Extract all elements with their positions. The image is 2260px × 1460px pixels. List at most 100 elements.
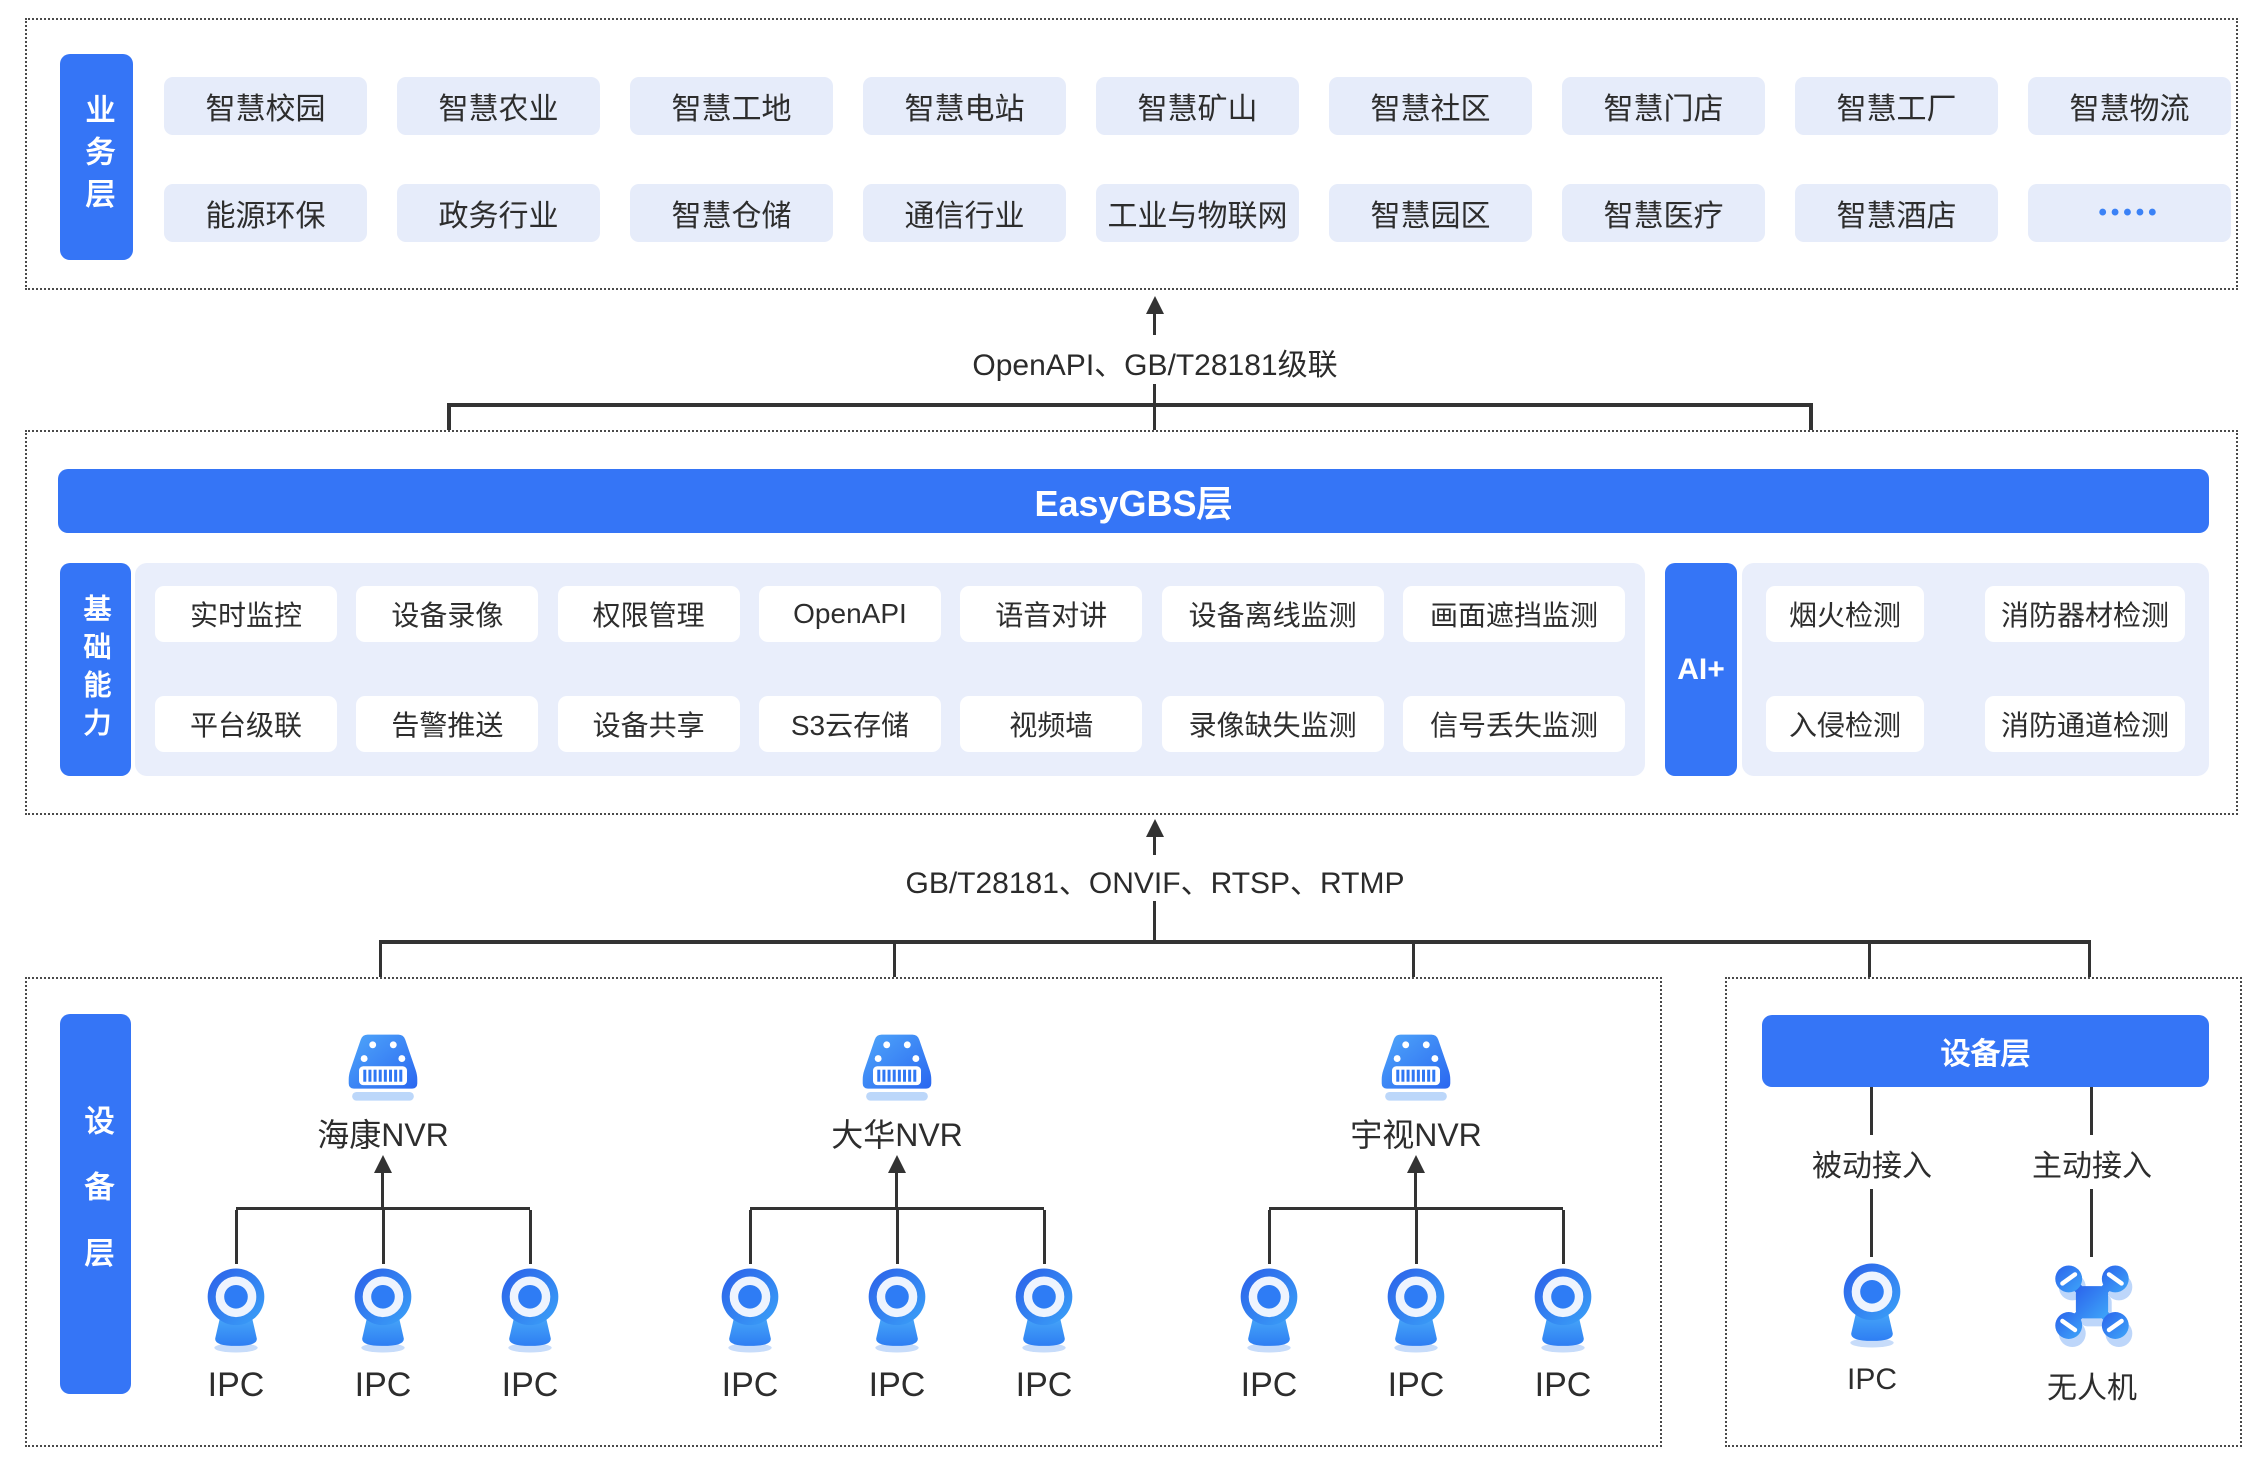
capability-chip: 录像缺失监测 <box>1161 696 1384 752</box>
nvr-icon <box>1381 1034 1451 1101</box>
ai-chip: 消防器材检测 <box>1985 586 2185 642</box>
device-layer-header: 设备层 <box>1762 1015 2209 1087</box>
device-layer-left-box: 设备层 海康NVR <box>25 977 1662 1447</box>
arrow-up-to-nvr <box>374 1155 392 1173</box>
nvr-label: 大华NVR <box>831 1117 963 1153</box>
capability-chip: 告警推送 <box>356 696 539 752</box>
ai-chip: 消防通道检测 <box>1985 696 2185 752</box>
business-layer-box: 业务层 智慧校园 智慧农业 智慧工地 智慧电站 智慧矿山 智慧社区 智慧门店 智… <box>25 18 2238 290</box>
ipc-camera-icon <box>868 1268 926 1353</box>
ipc-camera-icon <box>501 1268 559 1353</box>
ipc-drop <box>382 1210 385 1264</box>
business-chip: 智慧工厂 <box>1795 77 1998 135</box>
business-layer-label: 业务层 <box>60 54 133 260</box>
business-row-2: 能源环保 政务行业 智慧仓储 通信行业 工业与物联网 智慧园区 智慧医疗 智慧酒… <box>164 184 2231 242</box>
top-protocol-label: OpenAPI、GB/T28181级联 <box>972 349 1338 382</box>
nvr-group-hikvision: 海康NVR <box>193 1032 573 1422</box>
nvr-group-uniview: 宇视NVR <box>1226 1032 1606 1422</box>
active-access-column: 主动接入 无人机 <box>1992 1087 2192 1427</box>
business-chip: 智慧农业 <box>397 77 600 135</box>
more-ellipsis: ••••• <box>2028 184 2231 242</box>
access-line <box>1870 1087 1873 1135</box>
ipc-camera-icon <box>354 1268 412 1353</box>
nvr-icon <box>348 1034 418 1101</box>
business-chip: 政务行业 <box>397 184 600 242</box>
base-capability-panel: 实时监控 设备录像 权限管理 OpenAPI 语音对讲 设备离线监测 画面遮挡监… <box>135 563 1645 776</box>
device-label: 无人机 <box>2047 1372 2137 1405</box>
ai-row-2: 入侵检测 消防通道检测 <box>1766 696 2185 752</box>
nvr-arrow-stem <box>1414 1171 1417 1207</box>
capability-chip: 设备共享 <box>557 696 740 752</box>
capability-chip: S3云存储 <box>758 696 941 752</box>
business-chip: 智慧工地 <box>630 77 833 135</box>
capability-chip: 平台级联 <box>155 696 337 752</box>
ipc-bracket <box>236 1207 530 1210</box>
ipc-drop <box>1415 1210 1418 1264</box>
capability-chip: 设备离线监测 <box>1161 586 1384 642</box>
access-mode-label: 主动接入 <box>2032 1150 2152 1183</box>
business-chip: 智慧社区 <box>1329 77 1532 135</box>
ipc-drop <box>529 1210 532 1264</box>
device-layer-right-box: 设备层 被动接入 IPC 主动接入 <box>1725 977 2242 1447</box>
nvr-icon <box>862 1034 932 1101</box>
ipc-label: IPC <box>207 1366 265 1404</box>
ipc-camera-icon <box>207 1268 265 1353</box>
ipc-drop <box>1268 1210 1271 1264</box>
nvr-arrow-stem <box>381 1171 384 1207</box>
capability-chip: 语音对讲 <box>960 586 1143 642</box>
nvr-group-dahua: 大华NVR <box>707 1032 1087 1422</box>
ipc-bracket <box>750 1207 1044 1210</box>
capability-chip: 实时监控 <box>155 586 337 642</box>
ipc-label: IPC <box>868 1366 926 1404</box>
ipc-drop <box>1043 1210 1046 1264</box>
ai-chip: 入侵检测 <box>1766 696 1924 752</box>
platform-layer-box: EasyGBS层 基础能力 实时监控 设备录像 权限管理 OpenAPI 语音对… <box>25 430 2238 815</box>
ipc-label: IPC <box>1387 1366 1445 1404</box>
ipc-camera-icon <box>1015 1268 1073 1353</box>
bracket-horizontal <box>447 403 1813 407</box>
ipc-bracket <box>1269 1207 1563 1210</box>
bottom-protocol-label: GB/T28181、ONVIF、RTSP、RTMP <box>905 867 1405 900</box>
ai-panel: 烟火检测 消防器材检测 入侵检测 消防通道检测 <box>1742 563 2209 776</box>
business-chip: 智慧矿山 <box>1096 77 1299 135</box>
business-chip: 智慧医疗 <box>1562 184 1765 242</box>
ipc-camera-icon <box>1240 1268 1298 1353</box>
capability-chip: 信号丢失监测 <box>1402 696 1625 752</box>
connector-line <box>1153 835 1156 855</box>
business-chip: 智慧仓储 <box>630 184 833 242</box>
arrow-up-to-nvr <box>1407 1155 1425 1173</box>
business-chip: 通信行业 <box>863 184 1066 242</box>
ipc-drop <box>896 1210 899 1264</box>
ipc-label: IPC <box>501 1366 559 1404</box>
capability-chip: 画面遮挡监测 <box>1402 586 1625 642</box>
access-line <box>2090 1087 2093 1135</box>
device-bus-line <box>379 940 2091 944</box>
base-capability-label: 基础能力 <box>60 563 131 776</box>
device-label: IPC <box>1846 1363 1897 1396</box>
arrow-up-to-platform-layer <box>1146 819 1164 837</box>
nvr-arrow-stem <box>895 1171 898 1207</box>
ipc-camera-icon <box>1843 1263 1901 1348</box>
capability-chip: 设备录像 <box>356 586 539 642</box>
business-chip: 智慧校园 <box>164 77 367 135</box>
ipc-label: IPC <box>1240 1366 1298 1404</box>
nvr-label: 宇视NVR <box>1350 1117 1482 1153</box>
capability-chip: 视频墙 <box>960 696 1143 752</box>
base-row-2: 平台级联 告警推送 设备共享 S3云存储 视频墙 录像缺失监测 信号丢失监测 <box>155 696 1625 752</box>
capability-chip: 权限管理 <box>557 586 740 642</box>
business-row-1: 智慧校园 智慧农业 智慧工地 智慧电站 智慧矿山 智慧社区 智慧门店 智慧工厂 … <box>164 77 2231 135</box>
business-chip: 智慧园区 <box>1329 184 1532 242</box>
business-chip: 智慧门店 <box>1562 77 1765 135</box>
ipc-camera-icon <box>1387 1268 1445 1353</box>
ipc-camera-icon <box>721 1268 779 1353</box>
ai-plus-label: AI+ <box>1665 563 1737 776</box>
access-line <box>2090 1189 2093 1257</box>
ipc-drop <box>235 1210 238 1264</box>
ipc-camera-icon <box>1534 1268 1592 1353</box>
device-layer-label: 设备层 <box>60 1014 131 1394</box>
arrow-up-to-business-layer <box>1146 296 1164 314</box>
access-mode-label: 被动接入 <box>1812 1150 1932 1183</box>
connector-line <box>1153 312 1156 335</box>
business-chip: 能源环保 <box>164 184 367 242</box>
